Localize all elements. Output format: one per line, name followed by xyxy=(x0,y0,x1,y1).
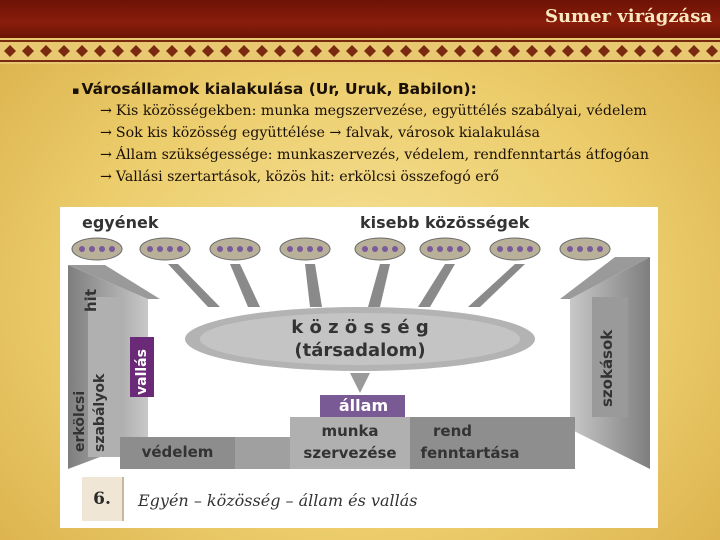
sub-bullet-4: →Vallási szertartások, közös hit: erkölc… xyxy=(100,168,712,187)
sub-bullet-3: →Állam szükségessége: munkaszervezés, vé… xyxy=(100,146,712,165)
label-hit: hit xyxy=(82,289,100,312)
border-ornament xyxy=(580,45,592,57)
border-ornament xyxy=(418,45,430,57)
label-szokasok: szokások xyxy=(598,329,616,407)
figure-caption-panel: 6. Egyén – közösség – állam és vallás xyxy=(60,469,658,528)
border-ornament xyxy=(526,45,538,57)
border-ornament xyxy=(490,45,502,57)
border-ornament xyxy=(148,45,160,57)
border-ornament xyxy=(166,45,178,57)
sub-bullet-1: →Kis közösségekben: munka megszervezése,… xyxy=(100,102,712,121)
sub-bullet-text: Sok kis közösség együttélése → falvak, v… xyxy=(115,125,540,141)
label-munka: munka xyxy=(321,422,379,440)
arrow-icon: → xyxy=(100,169,112,185)
border-ornament xyxy=(220,45,232,57)
left-bar xyxy=(88,297,124,457)
sub-bullet-text: Vallási szertartások, közös hit: erkölcs… xyxy=(115,169,499,185)
arrow-icon: → xyxy=(100,103,112,119)
border-ornament xyxy=(202,45,214,57)
label-rend: rend xyxy=(433,422,472,440)
border-ornament xyxy=(706,45,718,57)
border-ornament xyxy=(94,45,106,57)
border-ornament xyxy=(184,45,196,57)
religion-bar xyxy=(130,337,154,397)
border-ornament xyxy=(436,45,448,57)
label-szabalyok: szabályok xyxy=(92,373,108,452)
sub-bullet-text: Kis közösségekben: munka megszervezése, … xyxy=(115,103,647,119)
label-individuals: egyének xyxy=(82,213,159,232)
label-szervezese: szervezése xyxy=(303,444,397,462)
slide-title: Sumer virágzása xyxy=(544,6,712,27)
figure-caption: Egyén – közösség – állam és vallás xyxy=(138,491,418,510)
border-ornament xyxy=(472,45,484,57)
label-vallas: vallás xyxy=(134,349,150,395)
border-ornament xyxy=(40,45,52,57)
label-allam: állam xyxy=(338,396,389,415)
label-small-communities: kisebb közösségek xyxy=(360,213,530,232)
border-ornament xyxy=(328,45,340,57)
arrow-icon: → xyxy=(100,147,112,163)
border-ornament xyxy=(634,45,646,57)
diagram-graphic xyxy=(68,237,650,469)
figure-number: 6. xyxy=(82,477,124,521)
border-ornament xyxy=(688,45,700,57)
label-fenntartasa: fenntartása xyxy=(420,444,520,462)
individual-ovals xyxy=(71,237,611,261)
heading-text: Városállamok kialakulása (Ur, Uruk, Babi… xyxy=(81,80,477,98)
border-ornament xyxy=(292,45,304,57)
community-label-line2: (társadalom) xyxy=(294,340,426,361)
bullet-heading: ▪Városállamok kialakulása (Ur, Uruk, Bab… xyxy=(72,80,712,98)
border-ornament xyxy=(112,45,124,57)
border-ornament xyxy=(58,45,70,57)
slide-content: ▪Városállamok kialakulása (Ur, Uruk, Bab… xyxy=(72,80,712,190)
sub-bullet-2: →Sok kis közösség együttélése → falvak, … xyxy=(100,124,712,143)
border-ornament xyxy=(238,45,250,57)
border-ornament xyxy=(670,45,682,57)
society-diagram: egyének kisebb közösségek k ö z ö s s é … xyxy=(60,207,658,528)
border-ornament xyxy=(346,45,358,57)
border-ornament xyxy=(4,45,16,57)
border-ornament xyxy=(76,45,88,57)
customs-bar xyxy=(592,297,628,417)
border-ornament xyxy=(382,45,394,57)
border-ornament xyxy=(130,45,142,57)
border-ornament xyxy=(616,45,628,57)
label-vedelem: védelem xyxy=(141,443,214,461)
border-ornament xyxy=(274,45,286,57)
arrow-icon: → xyxy=(100,125,112,141)
border-ornament xyxy=(562,45,574,57)
decorative-border xyxy=(0,38,720,64)
border-ornament xyxy=(508,45,520,57)
border-ornament xyxy=(598,45,610,57)
title-bar: Sumer virágzása xyxy=(0,0,720,38)
state-box xyxy=(320,395,405,417)
border-ornament xyxy=(652,45,664,57)
border-ornament xyxy=(310,45,322,57)
square-bullet-icon: ▪ xyxy=(72,84,80,97)
label-erkolcsi: erkölcsi xyxy=(72,390,88,452)
border-ornament xyxy=(400,45,412,57)
sub-bullet-text: Állam szükségessége: munkaszervezés, véd… xyxy=(115,147,649,163)
border-ornament xyxy=(544,45,556,57)
community-label-line1: k ö z ö s s é g xyxy=(291,317,429,338)
border-ornament xyxy=(454,45,466,57)
border-ornament xyxy=(22,45,34,57)
border-ornament xyxy=(256,45,268,57)
border-ornament xyxy=(364,45,376,57)
